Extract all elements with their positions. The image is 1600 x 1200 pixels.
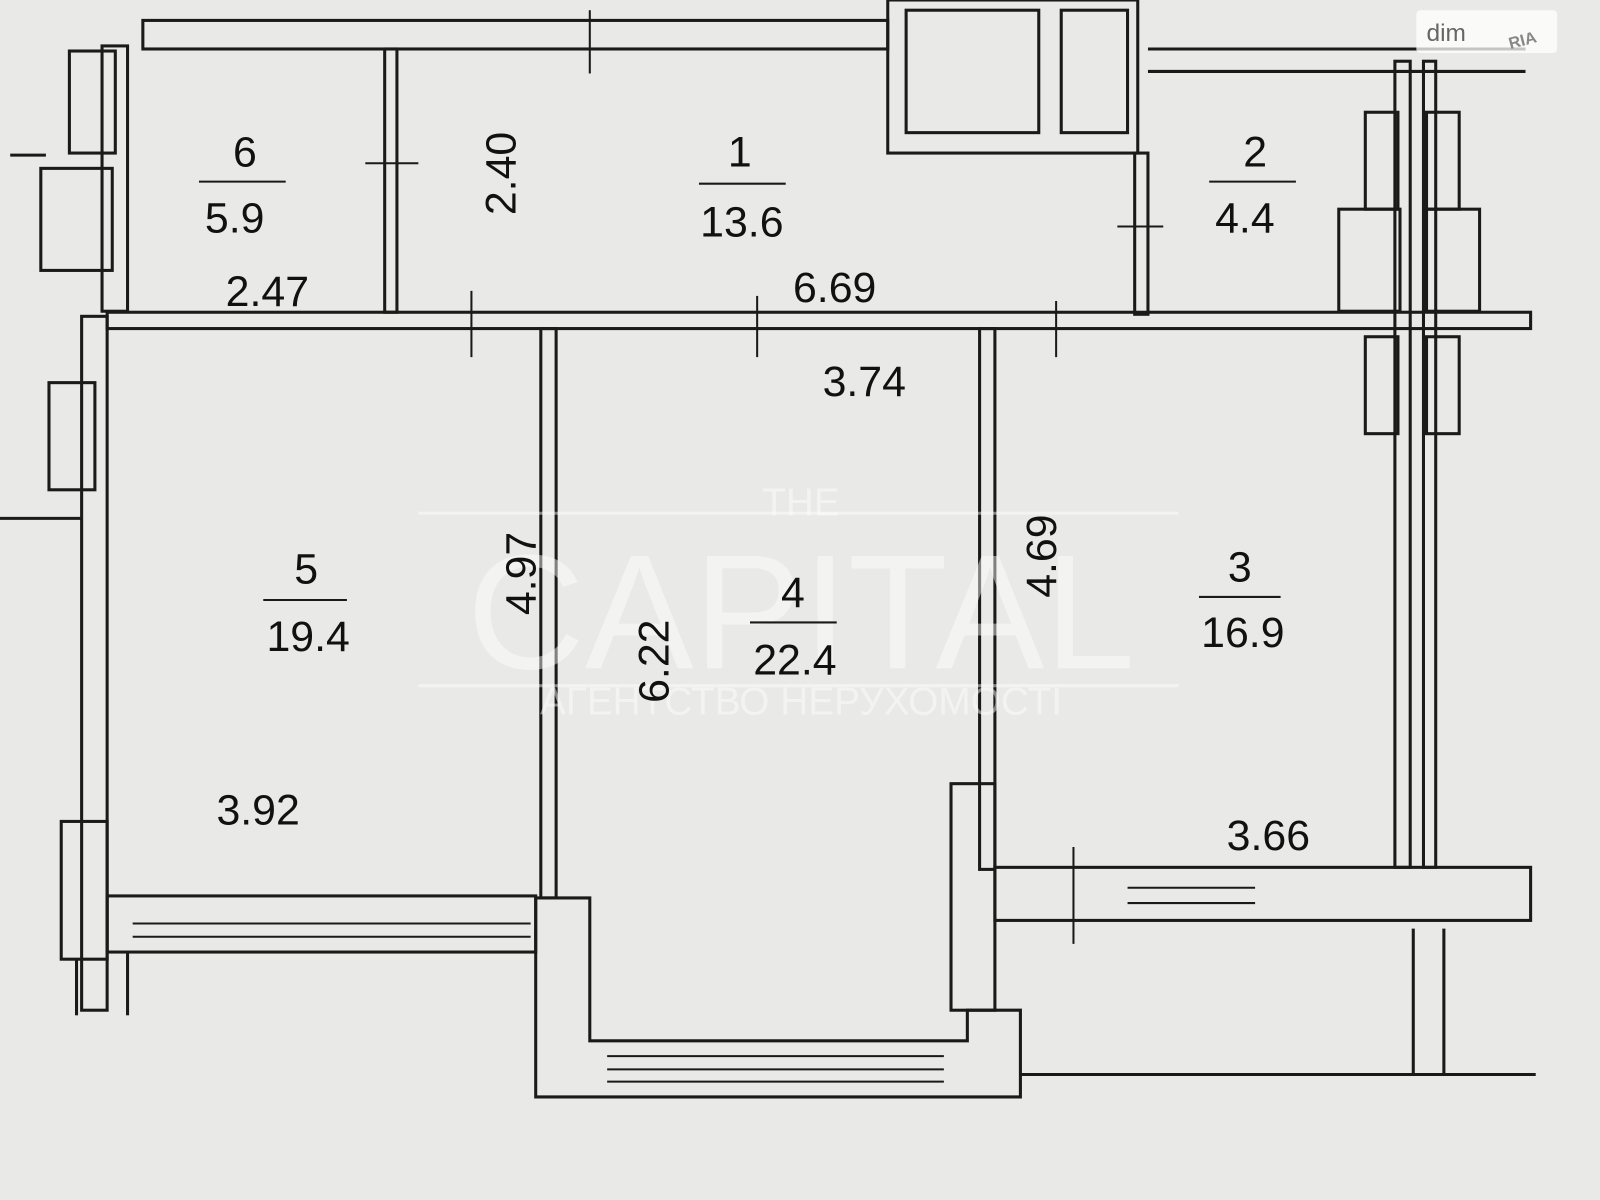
room-area: 19.4 <box>266 613 349 661</box>
dimension-label: 6.22 <box>630 620 678 703</box>
dimension-label: 3.66 <box>1227 812 1310 860</box>
walls <box>0 0 1536 1099</box>
dimension-labels: 2.40 2.47 6.69 3.74 4.97 6.22 4.69 3.92 … <box>216 132 1310 860</box>
room-area: 4.4 <box>1215 195 1275 243</box>
room-6: 65.9 <box>198 128 286 243</box>
room-number: 4 <box>781 569 805 617</box>
room-number: 3 <box>1228 544 1252 592</box>
room-labels: 65.9 113.6 24.4 519.4 422.4 316.9 <box>198 128 1296 684</box>
room-5: 519.4 <box>263 546 350 661</box>
watermark-capital: CAPITAL <box>467 520 1135 703</box>
room-1: 113.6 <box>698 128 786 247</box>
room-area: 5.9 <box>205 195 265 243</box>
dimension-label: 2.47 <box>226 268 309 316</box>
room-3: 316.9 <box>1198 544 1285 657</box>
watermark: THE CAPITAL АГЕНТСТВО НЕРУХОМОСТІ <box>418 481 1179 723</box>
room-area: 22.4 <box>753 636 836 684</box>
dimria-logo: dim RIA <box>1416 10 1558 54</box>
room-number: 6 <box>233 128 257 176</box>
room-area: 16.9 <box>1201 609 1284 657</box>
watermark-the: THE <box>762 481 840 524</box>
room-number: 1 <box>728 128 752 176</box>
room-number: 5 <box>294 546 318 594</box>
dimension-label: 4.97 <box>498 532 546 615</box>
room-4: 422.4 <box>750 569 837 684</box>
room-2: 24.4 <box>1209 128 1296 243</box>
room-number: 2 <box>1243 128 1267 176</box>
watermark-subtitle: АГЕНТСТВО НЕРУХОМОСТІ <box>540 680 1062 723</box>
logo-text: dim <box>1427 20 1466 47</box>
dimension-label: 4.69 <box>1018 514 1066 597</box>
dimension-label: 3.74 <box>823 358 906 406</box>
dimension-label: 2.40 <box>477 132 525 215</box>
dimension-label: 3.92 <box>216 786 299 834</box>
dimension-label: 6.69 <box>793 264 876 312</box>
room-area: 13.6 <box>700 199 783 247</box>
